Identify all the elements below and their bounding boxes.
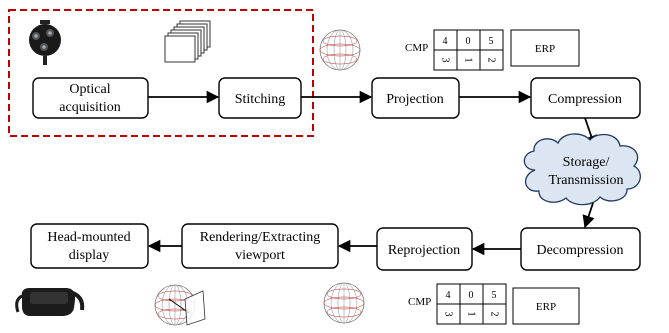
cmp-face-1-bottom: 1 [466, 312, 477, 317]
cmp-face-0-bottom: 0 [469, 290, 474, 301]
node-projection: Projection [371, 77, 460, 119]
viewport-sphere-icon [154, 284, 206, 326]
node-rendering-viewport: Rendering/Extracting viewport [181, 223, 339, 269]
node-optical-acquisition: Optical acquisition [32, 77, 149, 119]
svg-text:Head-mounted: Head-mounted [47, 230, 130, 245]
svg-text:Reprojection: Reprojection [388, 243, 460, 258]
cmp-face-4: 4 [443, 36, 448, 47]
erp-layout-bottom: ERP [512, 287, 580, 325]
acquisition-stitching-frame [8, 9, 314, 137]
erp-label-bottom: ERP [536, 301, 556, 313]
cmp-face-3: 3 [440, 58, 451, 63]
cmp-face-2: 2 [486, 58, 497, 63]
cmp-face-5-bottom: 5 [492, 290, 497, 301]
cmp-face-2-bottom: 2 [489, 312, 500, 317]
sphere-icon [319, 29, 361, 71]
vr-headset-icon [15, 288, 85, 316]
svg-text:Transmission: Transmission [549, 173, 624, 188]
node-storage-transmission: Storage/ Transmission [523, 133, 641, 206]
cmp-label: CMP [405, 42, 428, 54]
stacked-frames-icon [164, 20, 211, 63]
svg-text:Projection: Projection [386, 92, 444, 107]
sphere-icon-bottom [323, 282, 365, 324]
svg-text:acquisition: acquisition [59, 100, 120, 115]
node-compression: Compression [530, 77, 641, 119]
360-camera-icon [29, 20, 61, 65]
cmp-face-1: 1 [463, 58, 474, 63]
cmp-face-5: 5 [489, 36, 494, 47]
svg-text:Storage/: Storage/ [563, 155, 610, 170]
cmp-layout-top: CMP 4 0 5 3 1 2 [405, 29, 504, 71]
cmp-layout-bottom: CMP 4 0 5 3 1 2 [408, 283, 507, 325]
node-head-mounted-display: Head-mounted display [30, 223, 149, 269]
svg-text:Compression: Compression [548, 92, 622, 107]
cmp-face-0: 0 [466, 36, 471, 47]
cmp-face-3-bottom: 3 [443, 312, 454, 317]
svg-text:display: display [69, 248, 109, 263]
svg-text:Rendering/Extracting: Rendering/Extracting [200, 230, 321, 245]
svg-text:Decompression: Decompression [536, 243, 623, 258]
node-reprojection: Reprojection [376, 227, 473, 271]
svg-text:viewport: viewport [235, 248, 285, 263]
cmp-face-4-bottom: 4 [446, 290, 451, 301]
edge-storage-to-decompression [582, 202, 595, 229]
erp-layout-top: ERP [510, 29, 580, 67]
node-decompression: Decompression [520, 227, 641, 271]
node-stitching: Stitching [218, 77, 302, 119]
erp-label: ERP [535, 43, 555, 55]
svg-text:Optical: Optical [69, 82, 110, 97]
svg-text:Stitching: Stitching [235, 92, 286, 107]
cmp-label-bottom: CMP [408, 296, 431, 308]
